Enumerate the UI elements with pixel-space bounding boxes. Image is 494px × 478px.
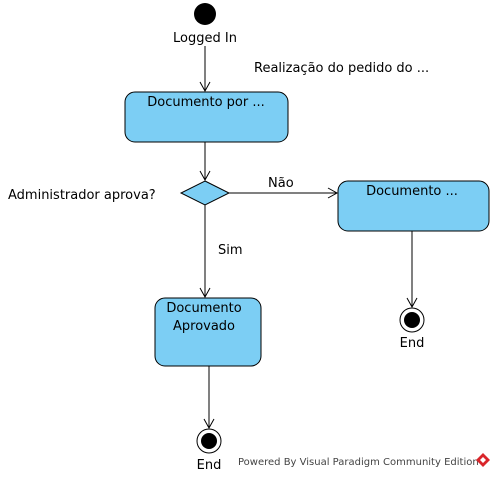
final-node-bottom-label: End bbox=[197, 458, 222, 473]
edge-nao-label: Não bbox=[268, 176, 294, 191]
watermark-text: Powered By Visual Paradigm Community Edi… bbox=[238, 457, 479, 468]
decision-label: Administrador aprova? bbox=[8, 188, 156, 203]
final-node-bottom-inner bbox=[201, 433, 217, 449]
action-documento-por[interactable] bbox=[124, 91, 289, 143]
action-documento-right-label: Documento ... bbox=[366, 184, 458, 199]
note-text: Realização do pedido do ... bbox=[254, 61, 429, 76]
initial-label: Logged In bbox=[173, 31, 237, 46]
action-documento-por-label: Documento por ... bbox=[147, 95, 265, 110]
edge-sim-label: Sim bbox=[218, 243, 243, 258]
action-documento-right[interactable] bbox=[337, 180, 490, 232]
decision-node bbox=[179, 180, 231, 206]
action-documento-aprovado[interactable] bbox=[154, 297, 262, 367]
final-node-right-inner bbox=[404, 312, 420, 328]
final-node-right-label: End bbox=[400, 336, 425, 351]
action-documento-aprovado-line1: Documento bbox=[166, 301, 241, 316]
initial-node bbox=[194, 3, 216, 25]
action-documento-aprovado-line2: Aprovado bbox=[173, 319, 235, 334]
visual-paradigm-logo-icon bbox=[476, 453, 490, 467]
